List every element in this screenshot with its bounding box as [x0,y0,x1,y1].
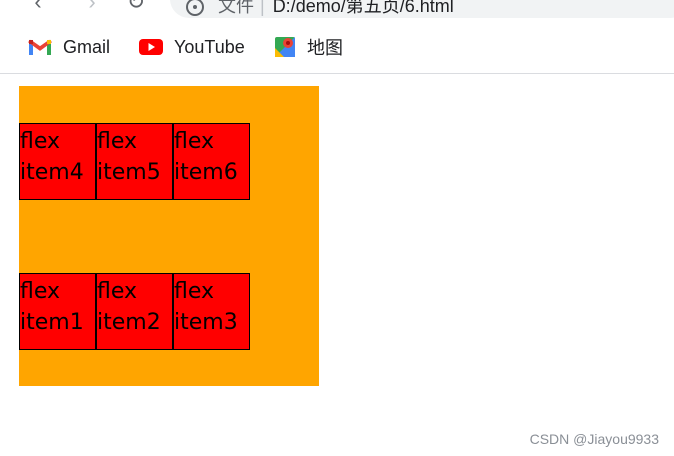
flex-item-3: flex item3 [173,272,250,350]
bookmarks-bar: Gmail YouTube 地图 [0,20,674,74]
flex-item-line1: flex [20,278,61,304]
flex-item-6: flex item6 [173,122,250,200]
flex-item-line1: flex [97,128,138,154]
bookmark-maps[interactable]: 地图 [274,34,343,60]
flex-container: flex item1 flex item2 flex item3 flex it… [19,86,319,386]
bookmark-label: Gmail [63,36,111,57]
flex-item-line2: item2 [97,309,161,335]
flex-item-line1: flex [97,278,138,304]
forward-arrow-icon[interactable]: › [88,0,96,14]
flex-item-1: flex item1 [19,272,96,350]
flex-item-4: flex item4 [19,122,96,200]
youtube-icon [139,38,163,56]
gmail-icon [28,38,52,56]
bookmark-label: 地图 [307,38,343,58]
flex-item-5: flex item5 [96,122,173,200]
flex-item-line2: item3 [174,309,238,335]
address-bar[interactable]: 文件 | D:/demo/第五页/6.html [170,0,674,18]
flex-item-line1: flex [174,128,215,154]
reload-icon[interactable]: ↻ [126,0,146,14]
flex-item-line2: item6 [174,159,238,185]
browser-toolbar: ‹ › ↻ 文件 | D:/demo/第五页/6.html [0,0,674,20]
url-text[interactable]: D:/demo/第五页/6.html [272,0,454,16]
flex-item-2: flex item2 [96,272,173,350]
flex-item-line2: item4 [20,159,84,185]
bookmark-label: YouTube [174,36,245,57]
flex-item-line1: flex [174,278,215,304]
flex-item-line2: item1 [20,309,84,335]
info-icon[interactable] [186,0,204,16]
page-content: flex item1 flex item2 flex item3 flex it… [8,74,674,456]
bookmark-youtube[interactable]: YouTube [139,34,245,60]
url-separator: | [260,0,265,16]
maps-icon [274,36,296,58]
flex-item-line2: item5 [97,159,161,185]
flex-item-line1: flex [20,128,61,154]
back-arrow-icon[interactable]: ‹ [34,0,42,14]
url-scheme-label: 文件 [218,0,254,16]
bookmark-gmail[interactable]: Gmail [28,34,110,60]
watermark: CSDN @Jiayou9933 [529,431,659,447]
